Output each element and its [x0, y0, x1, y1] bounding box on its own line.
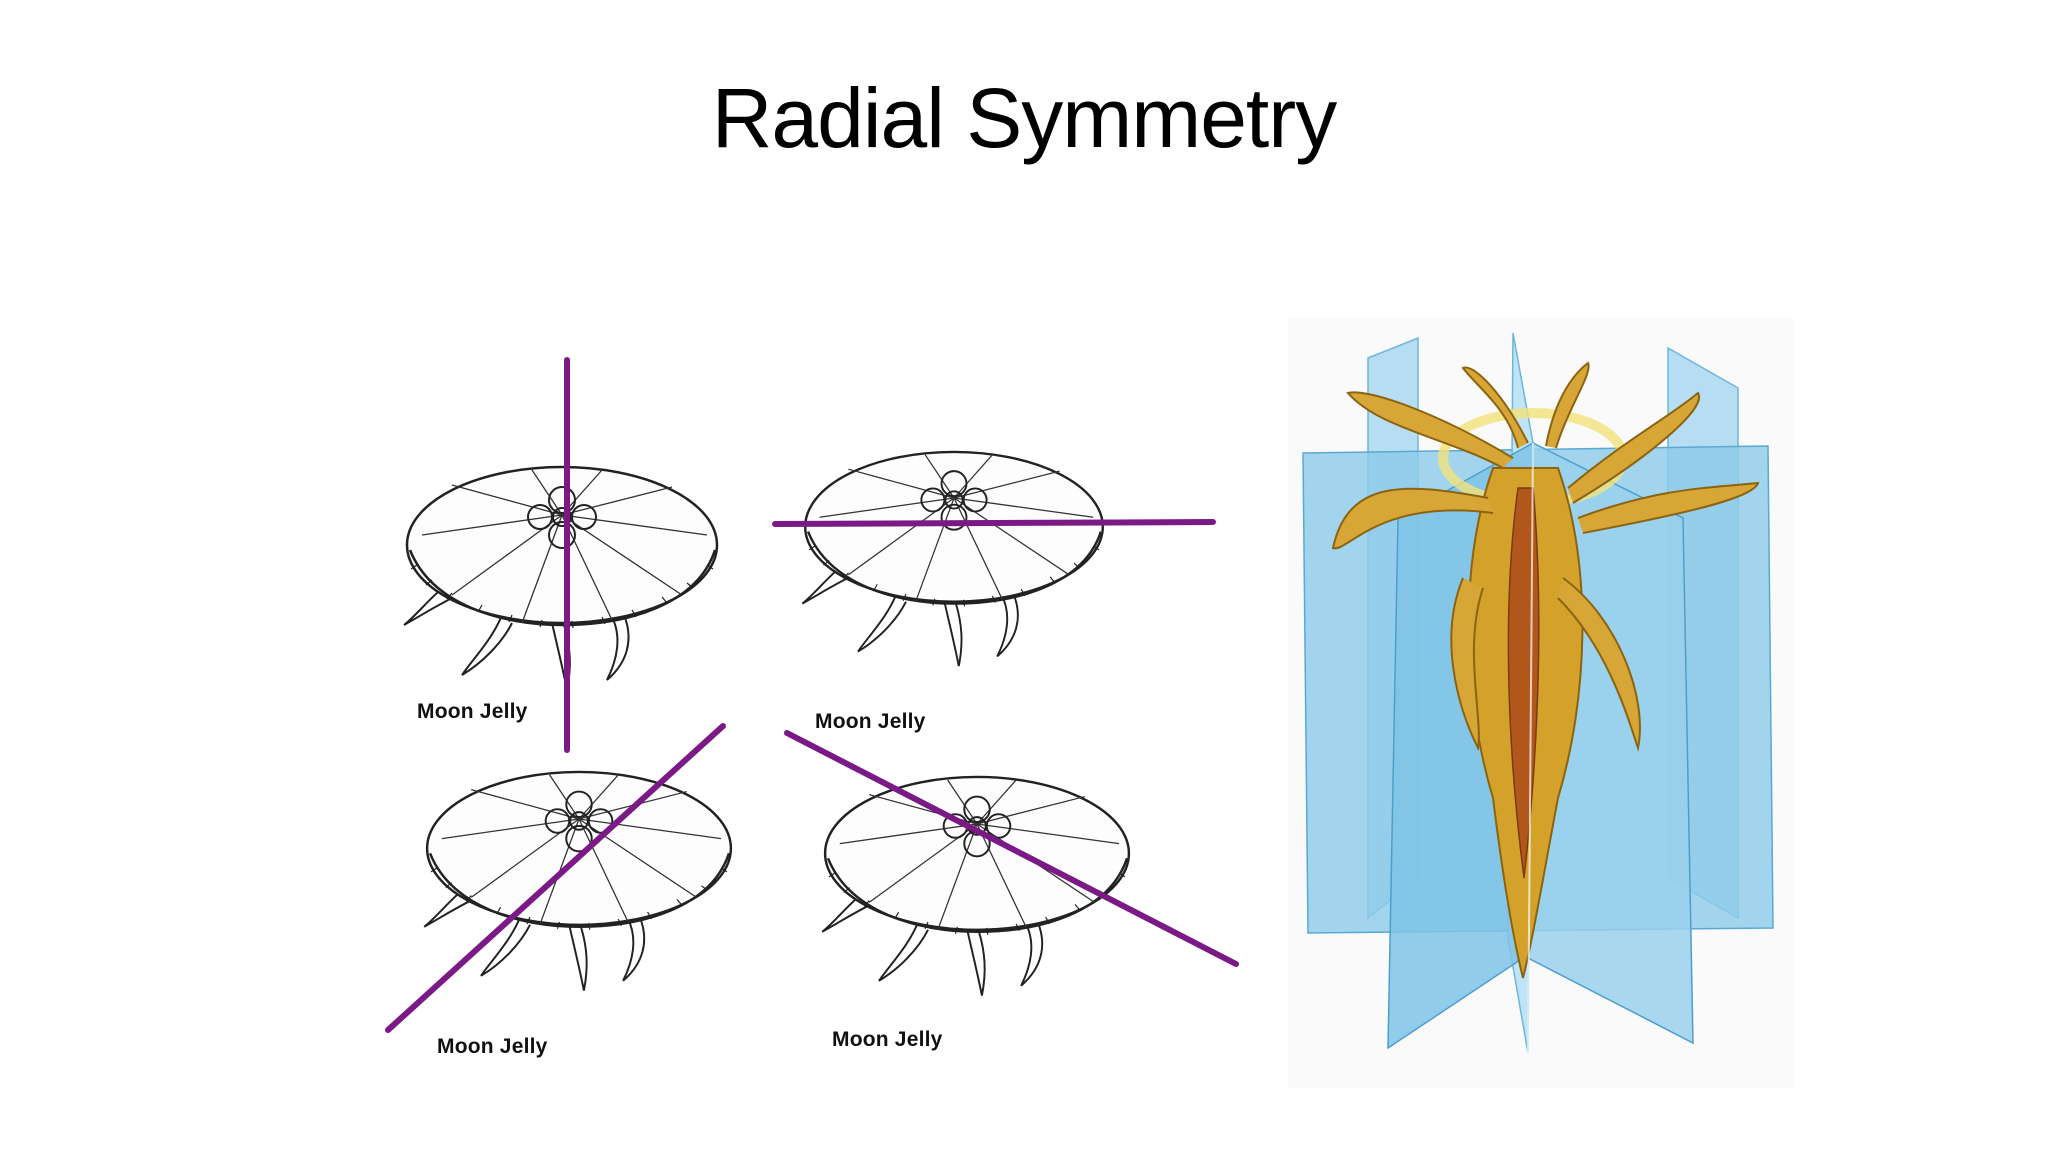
moon-jelly-1: [402, 465, 719, 692]
moon-jelly-illustrations: Moon Jelly Moon Jelly Moon Jelly Moon Je…: [360, 350, 1240, 1080]
slide-title: Radial Symmetry: [711, 71, 1337, 165]
symmetry-line-diagonal-ascending: [385, 723, 726, 1033]
moon-jelly-caption-1: Moon Jelly: [417, 700, 528, 723]
moon-jelly-caption-3: Moon Jelly: [437, 1035, 548, 1058]
moon-jelly-drawings: [385, 357, 1239, 1033]
moon-jelly-2: [801, 450, 1105, 668]
anemone-symmetry-planes-illustration: [1288, 318, 1794, 1088]
moon-jelly-caption-4: Moon Jelly: [832, 1028, 943, 1051]
symmetry-line-horizontal: [772, 519, 1216, 527]
anemone-drawing: [1288, 318, 1794, 1088]
symmetry-line-diagonal-descending: [784, 730, 1239, 967]
moon-jelly-caption-2: Moon Jelly: [815, 710, 926, 733]
